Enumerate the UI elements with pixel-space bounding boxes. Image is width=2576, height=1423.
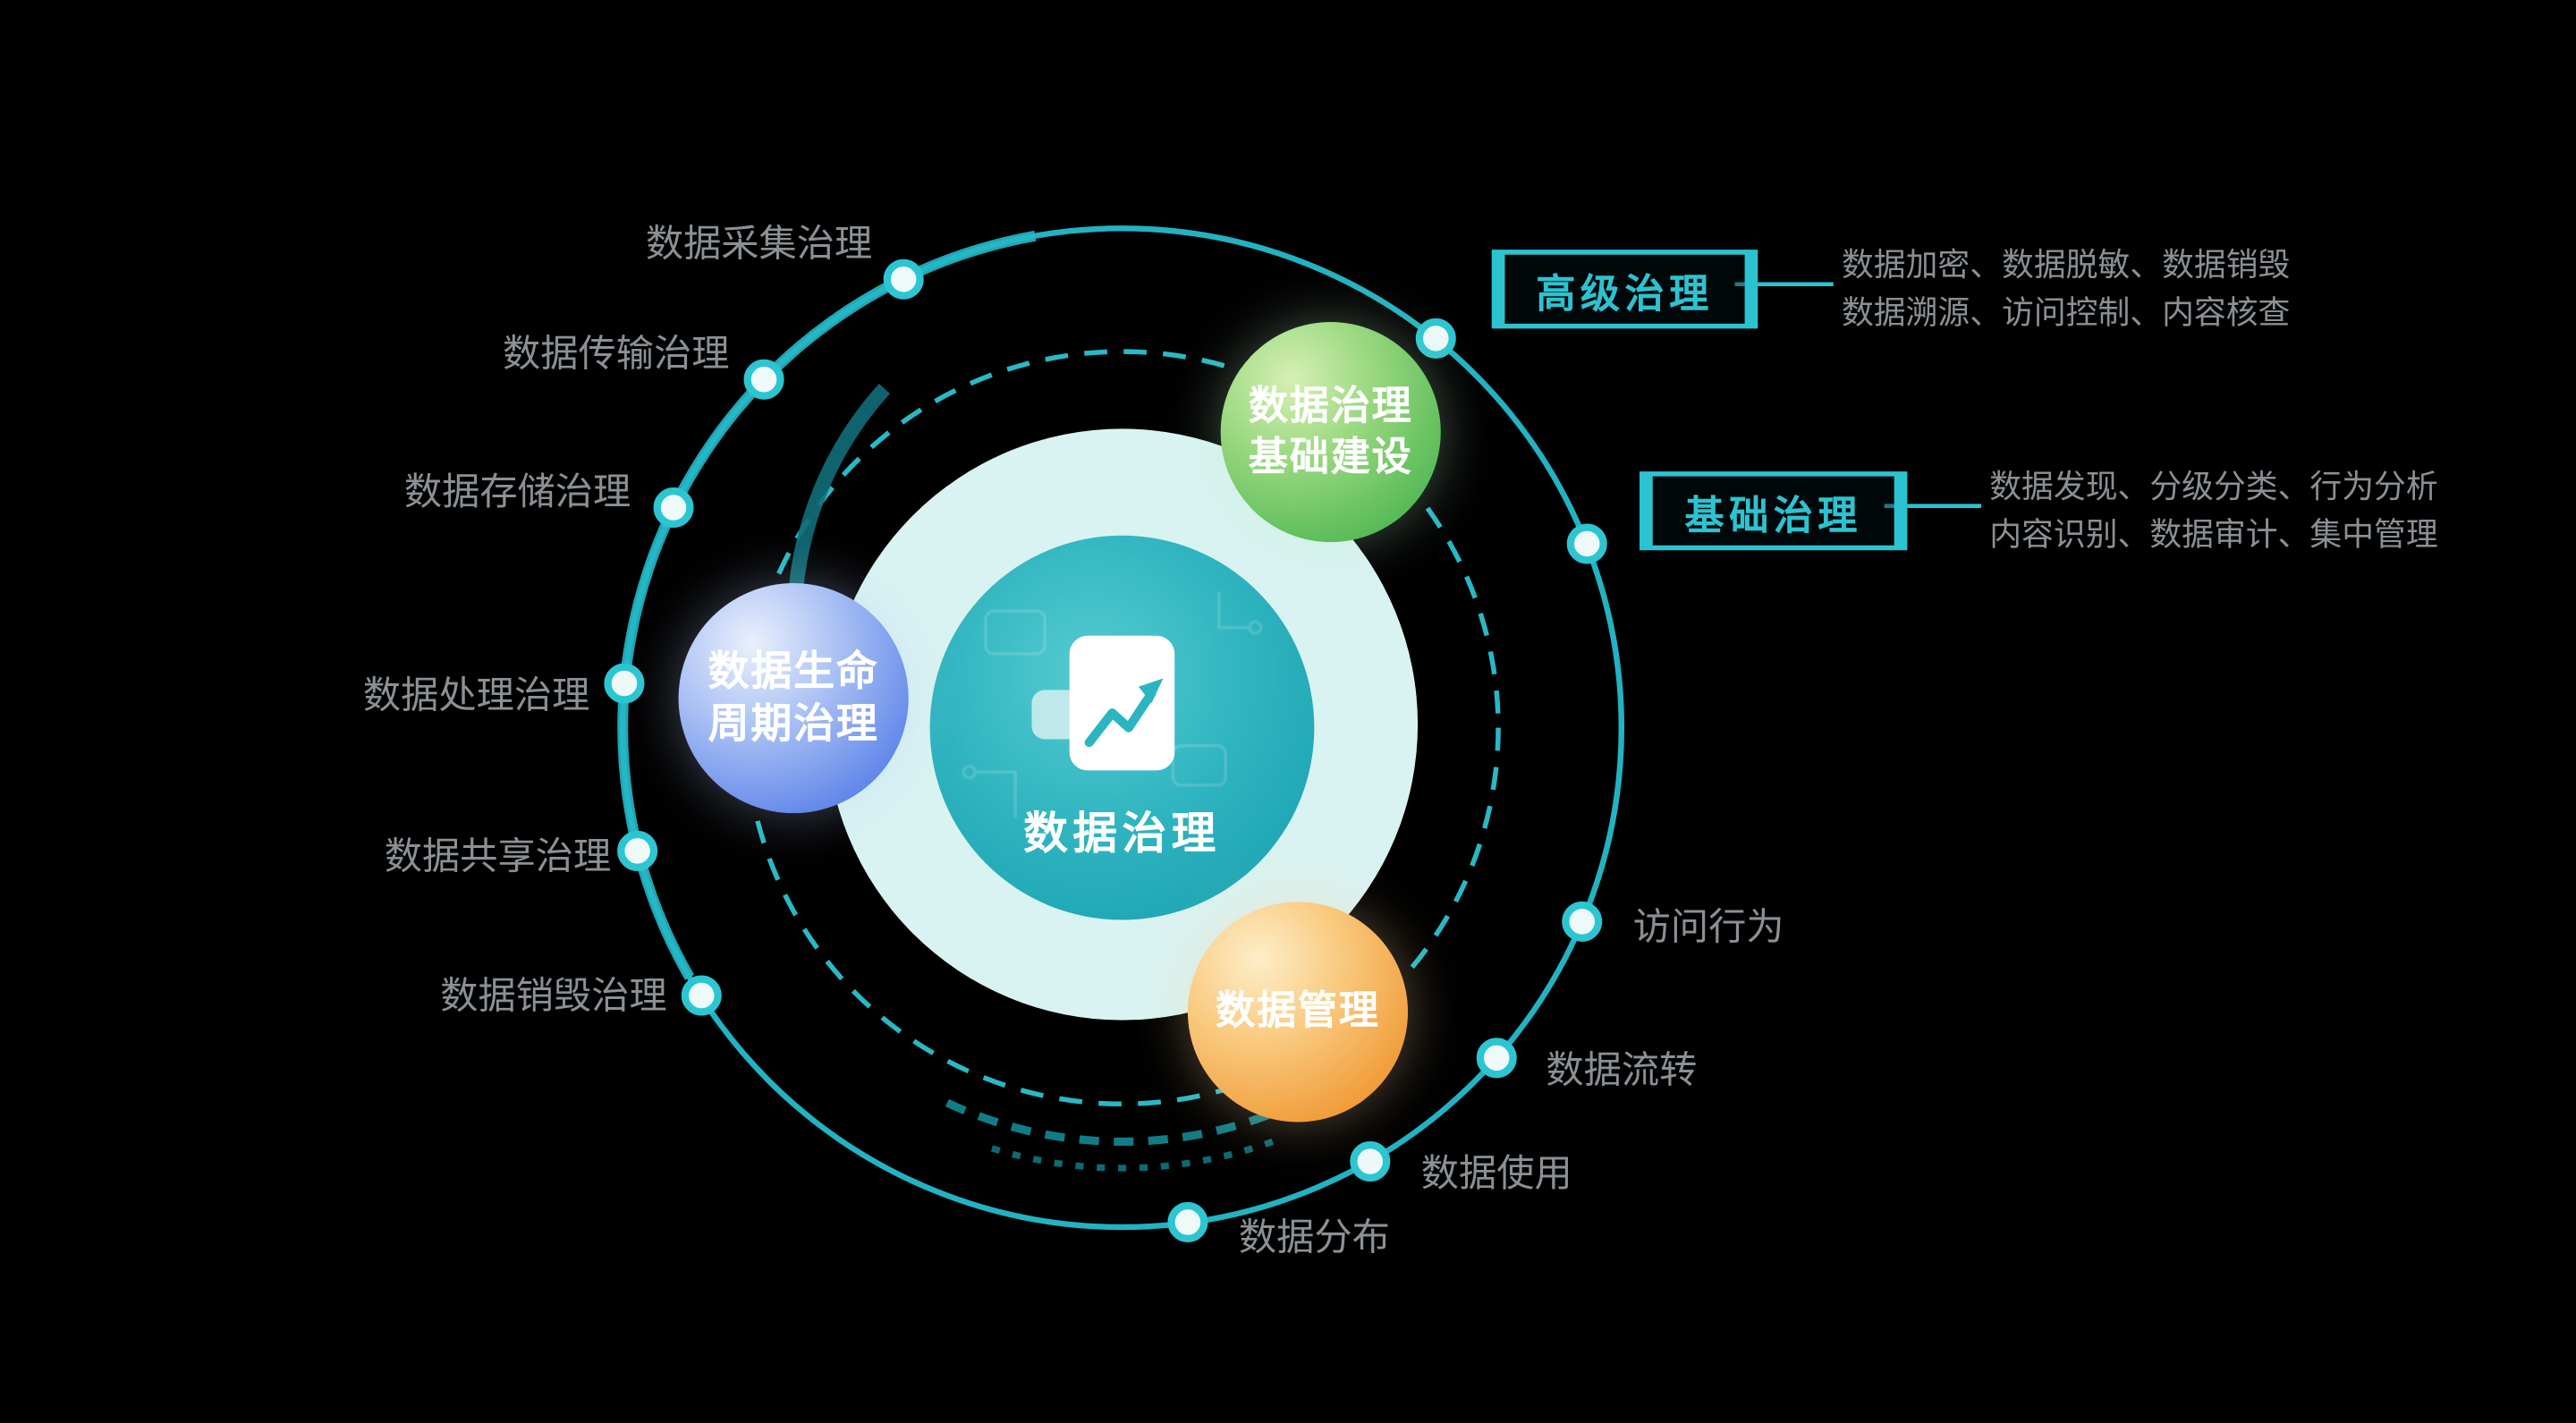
orbit-dot-basic: [1566, 523, 1607, 564]
bubble-green-line2: 基础建设: [1248, 435, 1413, 480]
callout-basic-desc-line1: 数据发现、分级分类、行为分析: [1989, 469, 2438, 506]
bubble-green-line1: 数据治理: [1248, 384, 1413, 429]
orbit-dot-destruction: [681, 975, 722, 1016]
bubble-lifecycle-governance: 数据生命 周期治理: [678, 583, 909, 814]
bubble-governance-construction: 数据治理 基础建设: [1220, 321, 1441, 543]
decorative-arc-upper-left: [787, 384, 891, 609]
bubble-data-management: 数据管理: [1187, 902, 1409, 1122]
orbit-dot-collection: [883, 258, 924, 300]
orbit-dot-storage: [653, 487, 694, 529]
orbit-dot-data-distribution: [1167, 1202, 1208, 1243]
callout-advanced-title: 高级治理: [1536, 271, 1714, 317]
callout-box-basic-governance: 基础治理: [1640, 471, 1908, 551]
orbit-label-destruction: 数据销毁治理: [440, 974, 667, 1017]
orbit-label-access-behavior: 访问行为: [1632, 905, 1784, 948]
orbit-label-processing: 数据处理治理: [362, 673, 590, 716]
circuit-pattern: [962, 591, 1263, 818]
orbit-label-storage: 数据存储治理: [403, 470, 631, 513]
orbit-dot-processing: [604, 663, 645, 704]
orbit-dot-sharing: [617, 830, 658, 871]
callout-advanced-desc-line1: 数据加密、数据脱敏、数据销毁: [1841, 247, 2291, 284]
orbit-label-collection: 数据采集治理: [645, 221, 873, 265]
callout-basic-title: 基础治理: [1684, 493, 1862, 538]
bubble-blue-line1: 数据生命: [708, 648, 879, 695]
orbit-label-transmission: 数据传输治理: [503, 332, 730, 375]
callout-advanced-desc-line2: 数据溯源、访问控制、内容核查: [1841, 295, 2291, 333]
orbit-dot-data-flow: [1476, 1038, 1517, 1079]
orbit-dot-advanced: [1415, 318, 1456, 359]
document-chart-icon: [1031, 635, 1175, 771]
dashed-ring: [743, 349, 1501, 1107]
callout-box-advanced-governance: 高级治理: [1491, 250, 1758, 329]
callout-basic-desc-line2: 内容识别、数据审计、集中管理: [1989, 517, 2438, 554]
bubble-orange-line1: 数据管理: [1216, 989, 1380, 1035]
orbit-label-data-distribution: 数据分布: [1238, 1215, 1390, 1258]
orbit-label-data-flow: 数据流转: [1546, 1047, 1698, 1091]
bubble-blue-line2: 周期治理: [708, 701, 879, 748]
orbit-label-data-usage: 数据使用: [1420, 1151, 1572, 1195]
orbit-dot-transmission: [743, 359, 784, 400]
orbit-label-sharing: 数据共享治理: [384, 834, 612, 877]
center-title: 数据治理: [1023, 809, 1221, 859]
orbit-dot-access-behavior: [1562, 901, 1603, 942]
orbit-dots: [604, 258, 1607, 1243]
decorative-arc-bottom-1: [945, 1063, 1362, 1146]
orbit-dot-data-usage: [1350, 1141, 1391, 1182]
callout-basic-description: 数据发现、分级分类、行为分析 内容识别、数据审计、集中管理: [1989, 464, 2437, 560]
callout-advanced-description: 数据加密、数据脱敏、数据销毁 数据溯源、访问控制、内容核查: [1842, 242, 2290, 338]
